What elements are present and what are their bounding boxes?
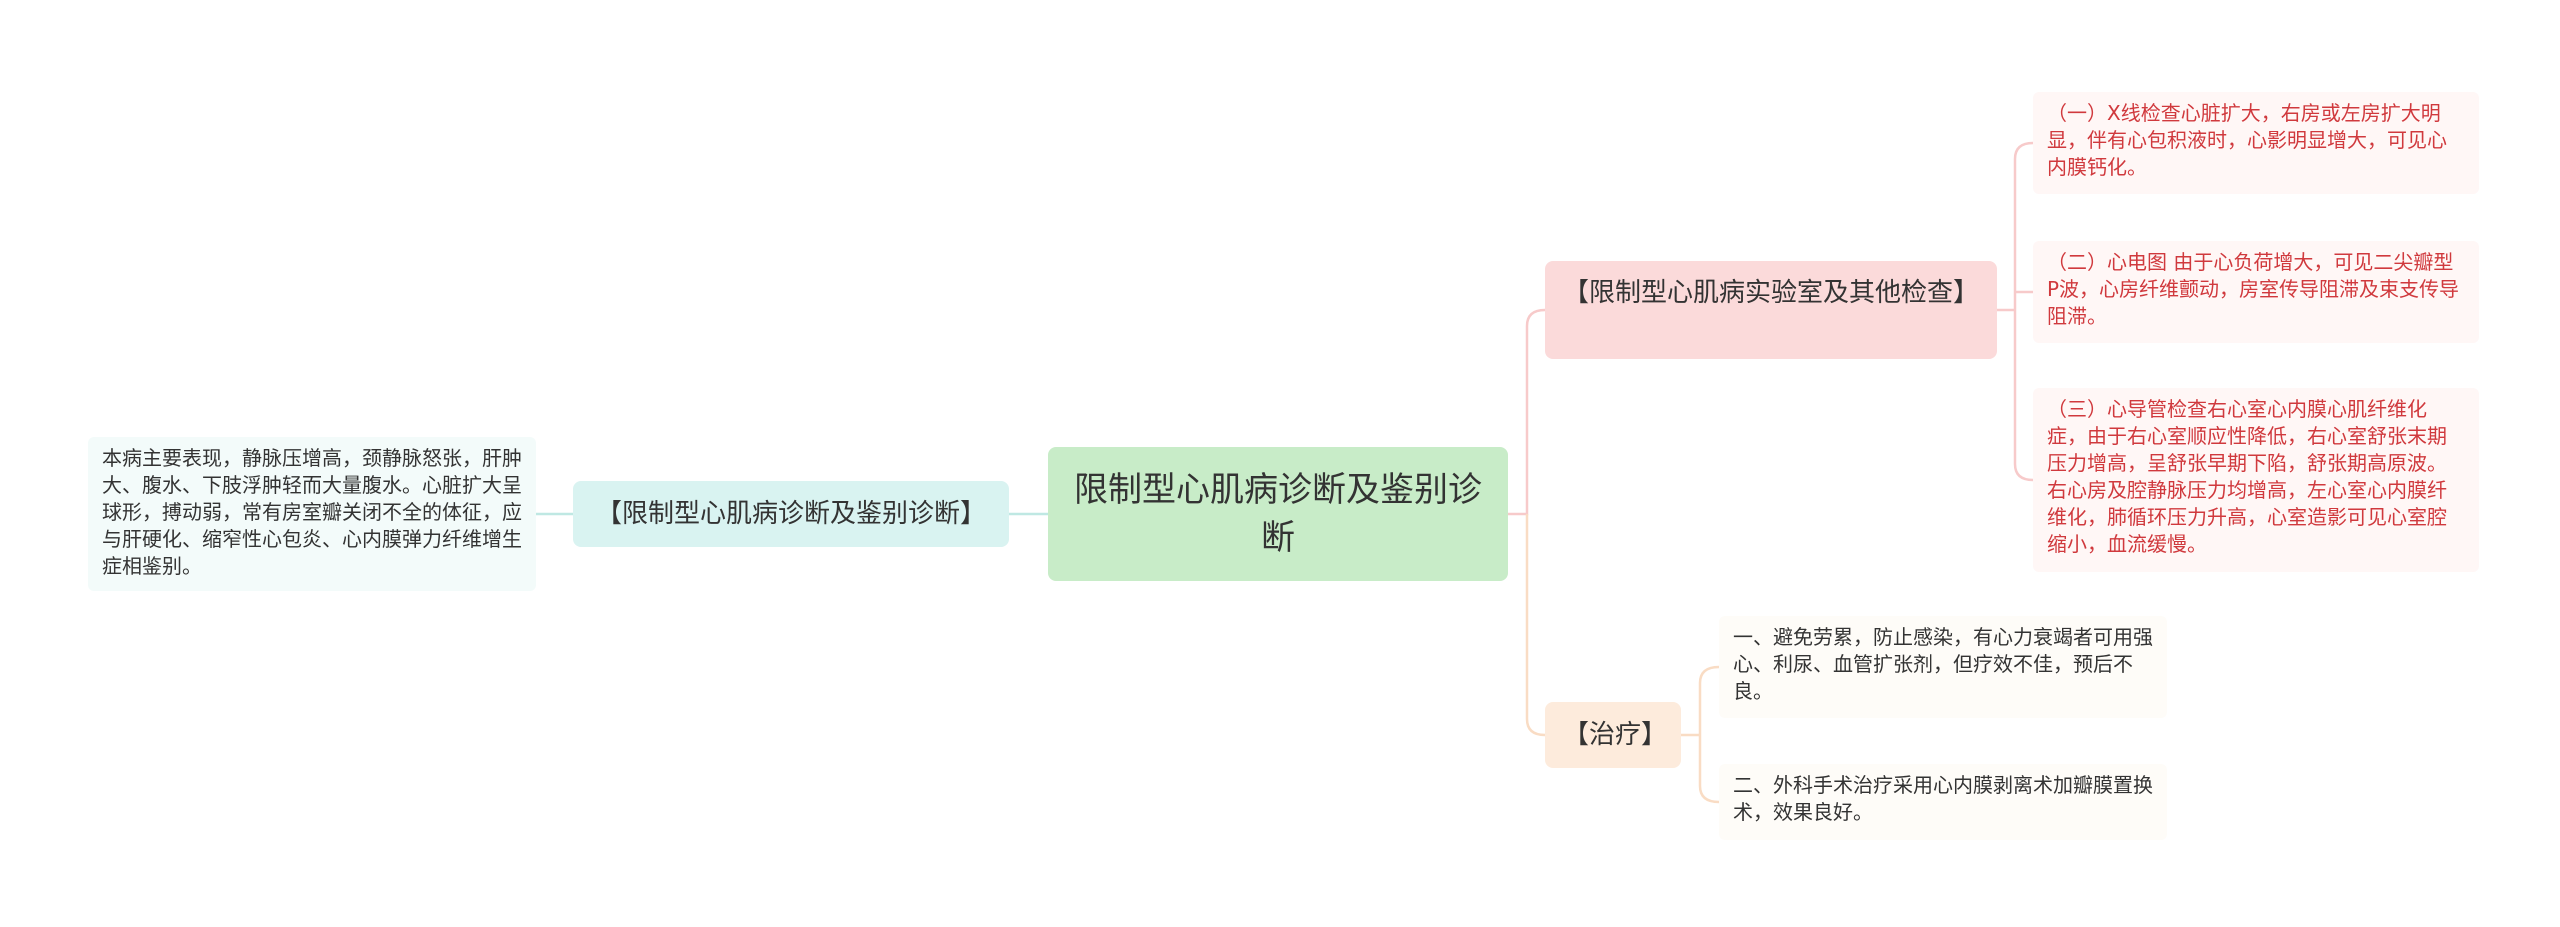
leaf-diagnosis-summary[interactable]: 本病主要表现，静脉压增高，颈静脉怒张，肝肿大、腹水、下肢浮肿轻而大量腹水。心脏扩… — [88, 437, 536, 591]
connector-root-treatment — [1525, 514, 1546, 737]
branch-treatment-label: 【治疗】 — [1563, 720, 1668, 750]
branch-lab-tests-label: 【限制型心肌病实验室及其他检查】 — [1563, 278, 1980, 308]
leaf-treatment-general-text: 一、避免劳累，防止感染，有心力衰竭者可用强心、利尿、血管扩张剂，但疗效不佳，预后… — [1733, 625, 2153, 703]
connector-lab-leaves — [1997, 141, 2034, 482]
root-node[interactable]: 限制型心肌病诊断及鉴别诊断 — [1048, 447, 1508, 581]
leaf-treatment-general[interactable]: 一、避免劳累，防止感染，有心力衰竭者可用强心、利尿、血管扩张剂，但疗效不佳，预后… — [1719, 616, 2167, 718]
branch-lab-tests[interactable]: 【限制型心肌病实验室及其他检查】 — [1545, 261, 1997, 359]
leaf-xray[interactable]: （一）X线检查心脏扩大，右房或左房扩大明显，伴有心包积液时，心影明显增大，可见心… — [2033, 92, 2479, 194]
connector-root-lab — [1508, 308, 1546, 516]
leaf-ecg[interactable]: （二）心电图 由于心负荷增大，可见二尖瓣型P波，心房纤维颤动，房室传导阻滞及束支… — [2033, 241, 2479, 343]
connector-treatment-leaves — [1681, 665, 1720, 804]
leaf-xray-text: （一）X线检查心脏扩大，右房或左房扩大明显，伴有心包积液时，心影明显增大，可见心… — [2047, 101, 2447, 179]
branch-diagnosis-label: 【限制型心肌病诊断及鉴别诊断】 — [595, 499, 986, 529]
leaf-catheter[interactable]: （三）心导管检查右心室心内膜心肌纤维化症，由于右心室顺应性降低，右心室舒张末期压… — [2033, 388, 2479, 572]
branch-treatment[interactable]: 【治疗】 — [1545, 702, 1681, 768]
branch-diagnosis[interactable]: 【限制型心肌病诊断及鉴别诊断】 — [573, 481, 1009, 547]
root-label: 限制型心肌病诊断及鉴别诊断 — [1074, 470, 1482, 558]
leaf-treatment-surgery[interactable]: 二、外科手术治疗采用心内膜剥离术加瓣膜置换术，效果良好。 — [1719, 764, 2167, 840]
leaf-catheter-text: （三）心导管检查右心室心内膜心肌纤维化症，由于右心室顺应性降低，右心室舒张末期压… — [2047, 397, 2447, 556]
leaf-treatment-surgery-text: 二、外科手术治疗采用心内膜剥离术加瓣膜置换术，效果良好。 — [1733, 773, 2153, 824]
leaf-ecg-text: （二）心电图 由于心负荷增大，可见二尖瓣型P波，心房纤维颤动，房室传导阻滞及束支… — [2047, 250, 2460, 328]
leaf-diagnosis-summary-text: 本病主要表现，静脉压增高，颈静脉怒张，肝肿大、腹水、下肢浮肿轻而大量腹水。心脏扩… — [102, 446, 522, 578]
